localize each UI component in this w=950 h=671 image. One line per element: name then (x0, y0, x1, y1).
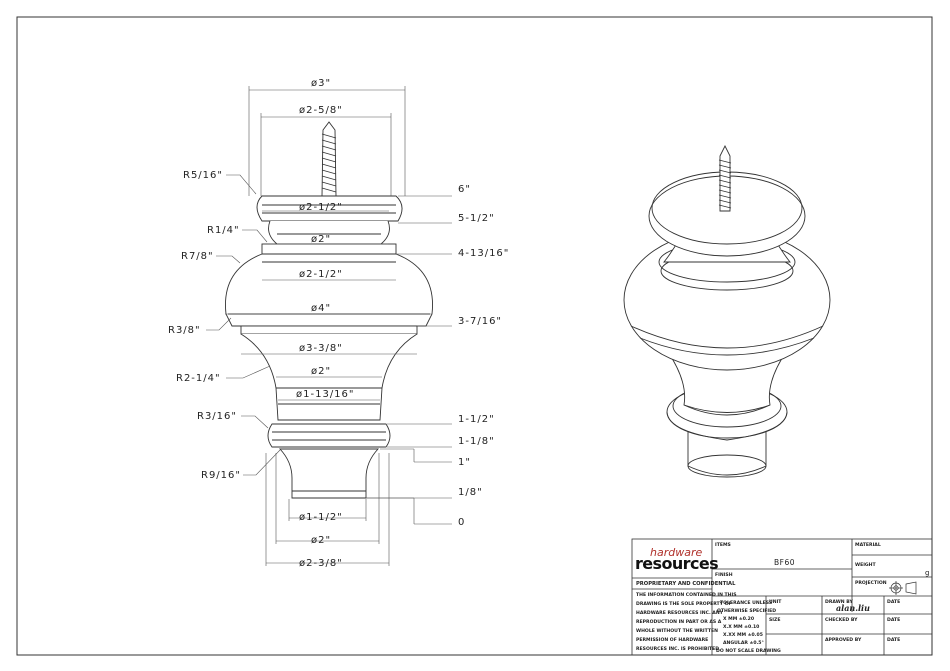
dim-radius-7-8: R7/8" (181, 251, 214, 262)
date-label-approved: DATE (887, 637, 900, 643)
top-cap-outline (256, 195, 403, 222)
svg-text:X.X MM ±0.10: X.X MM ±0.10 (723, 624, 759, 630)
dim-height-3-7-16: 3-7/16" (458, 316, 502, 327)
dim-diameter-3-3-8: ø3-3/8" (299, 343, 343, 354)
svg-text:DO NOT SCALE DRAWING: DO NOT SCALE DRAWING (716, 648, 781, 654)
drawn-by-label: DRAWN BY (825, 599, 853, 605)
drawn-by-signature: alan.liu (836, 603, 870, 613)
size-label: SIZE (769, 617, 781, 623)
elevation-view (225, 121, 433, 499)
svg-text:X.XX MM ±0.05: X.XX MM ±0.05 (723, 632, 763, 638)
brand-logo-top: hardware (650, 546, 702, 559)
projection-label: PROJECTION (855, 580, 887, 586)
proprietary-heading: PROPRIETARY AND CONFIDENTIAL (636, 581, 736, 587)
dim-height-1: 1" (458, 457, 471, 468)
dim-radius-9-16: R9/16" (201, 470, 241, 481)
dim-radius-2-1-4: R2-1/4" (176, 373, 221, 384)
bulb-outline (225, 253, 433, 327)
sheet-border (16, 16, 933, 656)
dim-height-6: 6" (458, 184, 471, 195)
dim-diameter-3: ø3" (311, 78, 331, 89)
items-label: ITEMS (715, 542, 731, 548)
dim-diameter-2-neck: ø2" (311, 234, 331, 245)
dim-height-4-13-16: 4-13/16" (458, 248, 509, 259)
iso-bell (667, 351, 787, 416)
lower-ring-outline (267, 423, 391, 448)
dim-diameter-1-13-16: ø1-13/16" (296, 389, 355, 400)
dim-height-5-1-2: 5-1/2" (458, 213, 495, 224)
dim-height-1-1-8: 1-1/8" (458, 436, 495, 447)
projection-symbol-icon (889, 581, 917, 595)
proprietary-notice: THE INFORMATION CONTAINED IN THIS DRAWIN… (636, 592, 737, 652)
dim-diameter-1-1-2: ø1-1/2" (299, 512, 343, 523)
title-block: hardware resources PROPRIETARY AND CONFI… (631, 538, 933, 656)
svg-text:ANGULAR ±0.5°: ANGULAR ±0.5° (723, 640, 764, 646)
isometric-view (623, 144, 831, 478)
checked-by-label: CHECKED BY (825, 617, 858, 623)
svg-text:REPRODUCTION IN PART OR AS A: REPRODUCTION IN PART OR AS A (636, 619, 722, 625)
item-number: BF60 (774, 558, 795, 567)
dim-diameter-2-foot: ø2" (311, 535, 331, 546)
svg-text:X MM ±0.20: X MM ±0.20 (723, 616, 754, 622)
svg-text:DRAWING IS THE SOLE PROPERTY O: DRAWING IS THE SOLE PROPERTY OF (636, 601, 732, 607)
dim-radius-3-16: R3/16" (197, 411, 237, 422)
brand-logo-bottom: resources (635, 554, 718, 573)
dim-diameter-2-5-8: ø2-5/8" (299, 105, 343, 116)
dim-radius-1-4: R1/4" (207, 225, 240, 236)
svg-text:HARDWARE RESOURCES INC. ANY: HARDWARE RESOURCES INC. ANY (636, 610, 724, 616)
dim-height-0: 0 (458, 517, 465, 528)
dimension-labels: ø3" ø2-5/8" ø2-1/2" ø2" ø2-1/2" ø4" ø3-3… (168, 78, 509, 569)
svg-text:RESOURCES INC. IS PROHIBITED: RESOURCES INC. IS PROHIBITED (636, 646, 719, 652)
dim-diameter-2-1-2-cap: ø2-1/2" (299, 202, 343, 213)
dim-height-1-1-2: 1-1/2" (458, 414, 495, 425)
weight-label: WEIGHT (855, 562, 877, 568)
svg-text:THE INFORMATION CONTAINED IN T: THE INFORMATION CONTAINED IN THIS (636, 592, 737, 598)
dim-radius-5-16: R5/16" (183, 170, 223, 181)
svg-text:TOLERANCE UNLESS: TOLERANCE UNLESS (720, 600, 772, 606)
svg-text:WHOLE WITHOUT THE WRITTEN: WHOLE WITHOUT THE WRITTEN (636, 628, 718, 634)
dim-diameter-2-3-8: ø2-3/8" (299, 558, 343, 569)
dim-diameter-2-1-2-bulb: ø2-1/2" (299, 269, 343, 280)
dim-radius-3-8: R3/8" (168, 325, 201, 336)
finish-label: FINISH (715, 572, 733, 578)
material-label: MATERIAL (855, 542, 881, 548)
svg-text:OTHERWISE SPECIFIED: OTHERWISE SPECIFIED (717, 608, 776, 614)
dim-diameter-4: ø4" (311, 303, 331, 314)
unit-label: UNIT (769, 599, 782, 605)
tolerance-notes: TOLERANCE UNLESS OTHERWISE SPECIFIED X M… (716, 600, 781, 654)
svg-text:PERMISSION OF HARDWARE: PERMISSION OF HARDWARE (636, 637, 708, 643)
dimension-lines (206, 86, 452, 566)
screw-shaft (321, 121, 337, 197)
approved-by-label: APPROVED BY (825, 637, 862, 643)
date-label-checked: DATE (887, 617, 900, 623)
dim-height-1-8: 1/8" (458, 487, 483, 498)
date-label-drawn: DATE (887, 599, 900, 605)
weight-unit: g (925, 569, 929, 577)
dim-diameter-2-bell: ø2" (311, 366, 331, 377)
